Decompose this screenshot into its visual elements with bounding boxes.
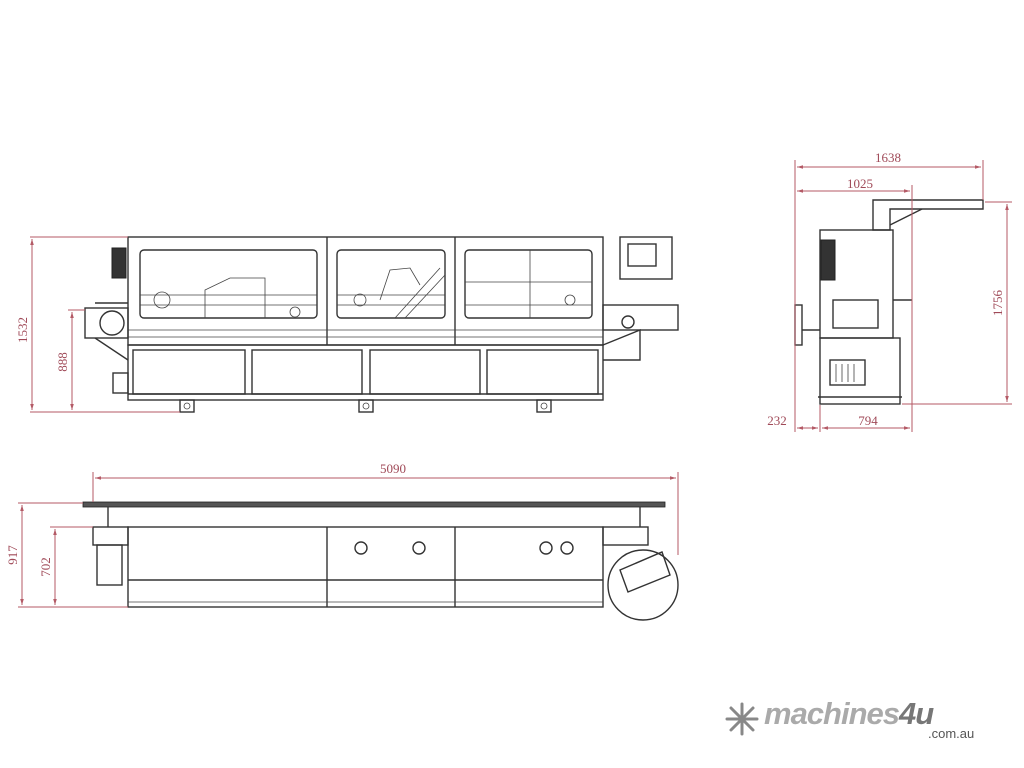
- window-2: [336, 249, 446, 319]
- logo-brand-suffix: 4u: [899, 696, 934, 731]
- dim-top-length: 5090: [380, 461, 406, 476]
- dim-top-width: 917: [5, 545, 20, 565]
- side-dimensions: 1638 1025 1756 232 794: [767, 150, 1012, 432]
- window-3: [464, 249, 593, 319]
- dim-side-depth: 1638: [875, 150, 901, 165]
- control-panel: [619, 236, 673, 280]
- dim-front-table-height: 888: [55, 352, 70, 372]
- dim-side-arm: 1025: [847, 176, 873, 191]
- dim-side-base: 794: [858, 413, 878, 428]
- machines4u-logo-icon: [725, 702, 759, 736]
- dim-side-handle: 232: [767, 413, 787, 428]
- side-view: [794, 199, 984, 405]
- dim-top-body-width: 702: [38, 557, 53, 577]
- window-1: [139, 249, 318, 319]
- dim-side-height: 1756: [990, 290, 1005, 317]
- top-dimensions: 5090 917 702: [5, 461, 679, 608]
- logo-brand-prefix: machines: [764, 696, 900, 731]
- front-dimensions: 1532 888: [15, 236, 180, 413]
- logo-domain: .com.au: [928, 726, 975, 741]
- top-view: [82, 501, 679, 621]
- dim-front-height: 1532: [15, 317, 30, 343]
- front-view: [84, 236, 679, 413]
